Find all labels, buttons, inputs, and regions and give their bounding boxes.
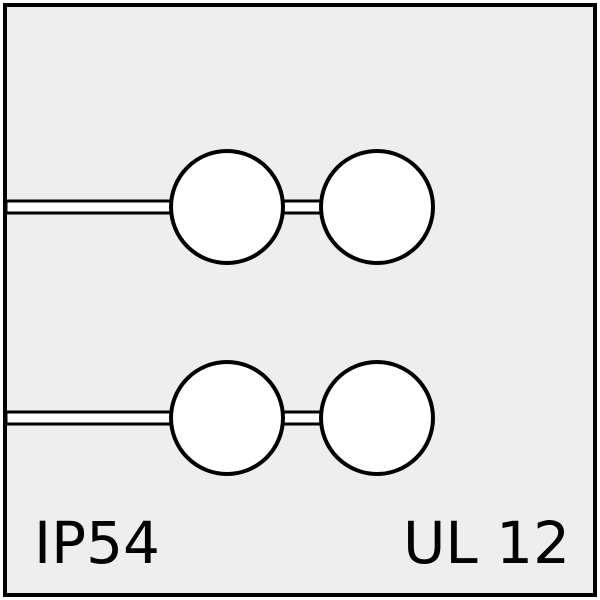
cable-channel-top — [4, 199, 174, 215]
cable-port-bottom-1 — [169, 360, 285, 476]
ul-rating-label: UL 12 — [403, 509, 570, 577]
cable-channel-bottom — [4, 410, 174, 426]
ip-rating-label: IP54 — [34, 509, 160, 577]
cable-port-top-1 — [169, 149, 285, 265]
panel-frame — [3, 3, 597, 597]
cable-port-bottom-2 — [319, 360, 435, 476]
cable-entry-row-top — [4, 149, 435, 265]
cable-port-top-2 — [319, 149, 435, 265]
cable-link-bottom — [278, 410, 326, 426]
cable-link-top — [278, 199, 326, 215]
cable-entry-row-bottom — [4, 360, 435, 476]
